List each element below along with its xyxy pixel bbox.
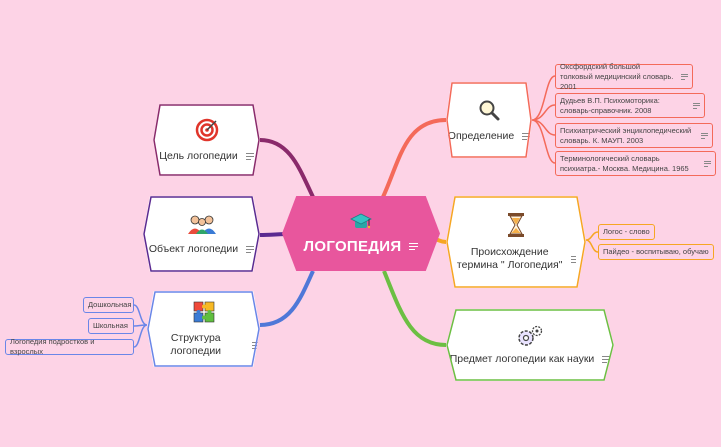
root-topic[interactable]: ЛОГОПЕДИЯ	[282, 196, 440, 271]
connector-structure-children	[133, 304, 148, 348]
connector-subject	[382, 270, 447, 347]
origin-child-1[interactable]: Логос - слово	[598, 224, 655, 240]
connector-goal	[259, 138, 315, 198]
definition-child-4[interactable]: Терминологический словарь психиатра.- Мо…	[555, 151, 716, 176]
target-icon	[195, 118, 218, 141]
connector-structure	[259, 270, 315, 327]
structure-child-1[interactable]: Дошкольная	[83, 297, 134, 313]
notes-icon[interactable]	[704, 160, 711, 167]
notes-icon[interactable]	[681, 73, 688, 80]
branch-object-label: Объект логопедии	[148, 242, 239, 255]
magnifier-icon	[479, 100, 500, 120]
connector-definition	[381, 118, 447, 198]
notes-icon[interactable]	[571, 255, 576, 263]
notes-icon[interactable]	[701, 132, 708, 139]
graduation-cap-icon	[350, 213, 372, 229]
connector-origin-children	[585, 231, 599, 253]
definition-child-2[interactable]: Дудьев В.П. Психомоторика: словарь-справ…	[555, 93, 705, 118]
hourglass-icon	[508, 213, 524, 237]
branch-definition[interactable]: Определение	[446, 82, 532, 158]
branch-structure[interactable]: Структура логопедии	[147, 291, 260, 367]
branch-origin[interactable]: Происхождение термина " Логопедия"	[446, 196, 586, 288]
branch-goal[interactable]: Цель логопедии	[153, 104, 260, 176]
structure-child-3[interactable]: Логопедия подростков и взрослых	[5, 337, 134, 356]
branch-structure-label: Структура логопедии	[170, 332, 222, 357]
root-title: ЛОГОПЕДИЯ	[303, 238, 402, 255]
branch-goal-label: Цель логопедии	[159, 149, 238, 162]
origin-child-2[interactable]: Пайдео - воспитываю, обучаю	[598, 244, 714, 260]
definition-child-1[interactable]: Оксфордский большой толковый медицинский…	[555, 62, 693, 91]
puzzle-icon	[193, 301, 214, 323]
notes-icon[interactable]	[246, 245, 255, 253]
definition-child-3[interactable]: Психиатрический энциклопедический словар…	[555, 123, 713, 148]
notes-icon[interactable]	[252, 341, 260, 349]
notes-icon[interactable]	[245, 152, 254, 160]
people-icon	[187, 215, 216, 234]
branch-origin-label: Происхождение термина " Логопедия"	[456, 246, 563, 271]
branch-subject[interactable]: Предмет логопедии как науки	[446, 309, 614, 381]
branch-object[interactable]: Объект логопедии	[143, 196, 260, 272]
notes-icon[interactable]	[409, 243, 419, 250]
notes-icon[interactable]	[693, 102, 700, 109]
branch-subject-label: Предмет логопедии как науки	[449, 352, 595, 365]
notes-icon[interactable]	[602, 355, 611, 363]
notes-icon[interactable]	[522, 132, 531, 140]
structure-child-2[interactable]: Школьная	[88, 318, 134, 334]
gears-icon	[518, 325, 543, 346]
connector-def-children	[531, 75, 556, 164]
branch-definition-label: Определение	[447, 129, 515, 142]
